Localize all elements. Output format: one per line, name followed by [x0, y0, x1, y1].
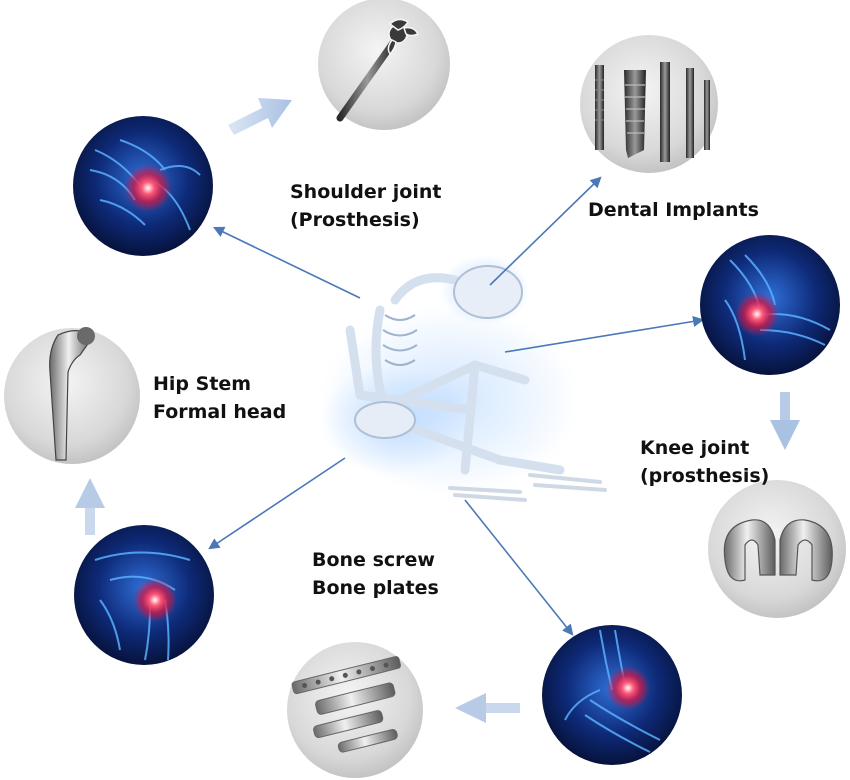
bone-screw-plates-image [287, 642, 423, 778]
hip-stem-image [4, 327, 140, 464]
label-knee-line2: (prosthesis) [640, 465, 770, 487]
label-knee-joint: Knee joint (prosthesis) [640, 434, 769, 490]
arrow-to-hip [208, 457, 346, 550]
label-shoulder-joint: Shoulder joint (Prosthesis) [290, 178, 441, 234]
shoulder-xray-image [73, 116, 213, 256]
arrow-to-knee [504, 315, 705, 353]
dental-implants-image [580, 35, 718, 173]
label-bone-screw: Bone screw Bone plates [312, 546, 439, 602]
label-shoulder-line1: Shoulder joint [290, 181, 442, 203]
ankle-xray-image [542, 625, 682, 765]
arrow-to-shoulder [212, 226, 361, 299]
label-dental-line1: Dental Implants [588, 199, 759, 221]
flow-arrow-hip [75, 478, 105, 535]
arrow-to-ankle [464, 499, 574, 636]
central-skeleton-figure [320, 255, 607, 502]
arrow-to-dental [489, 176, 602, 286]
flow-arrow-shoulder [228, 98, 292, 135]
label-hip-stem: Hip Stem Formal head [153, 370, 286, 426]
label-knee-line1: Knee joint [640, 437, 750, 459]
hip-xray-image [74, 525, 214, 665]
label-dental-implants: Dental Implants [588, 196, 759, 224]
label-hip-line2: Formal head [153, 401, 287, 423]
flow-arrow-knee [770, 392, 800, 450]
label-hip-line1: Hip Stem [153, 373, 252, 395]
label-bone-line1: Bone screw [312, 549, 435, 571]
label-shoulder-line2: (Prosthesis) [290, 209, 420, 231]
label-bone-line2: Bone plates [312, 577, 439, 599]
knee-prosthesis-image [708, 480, 846, 618]
knee-xray-image [700, 235, 840, 375]
shoulder-prosthesis-image [318, 0, 450, 130]
flow-arrow-bone [455, 693, 520, 723]
